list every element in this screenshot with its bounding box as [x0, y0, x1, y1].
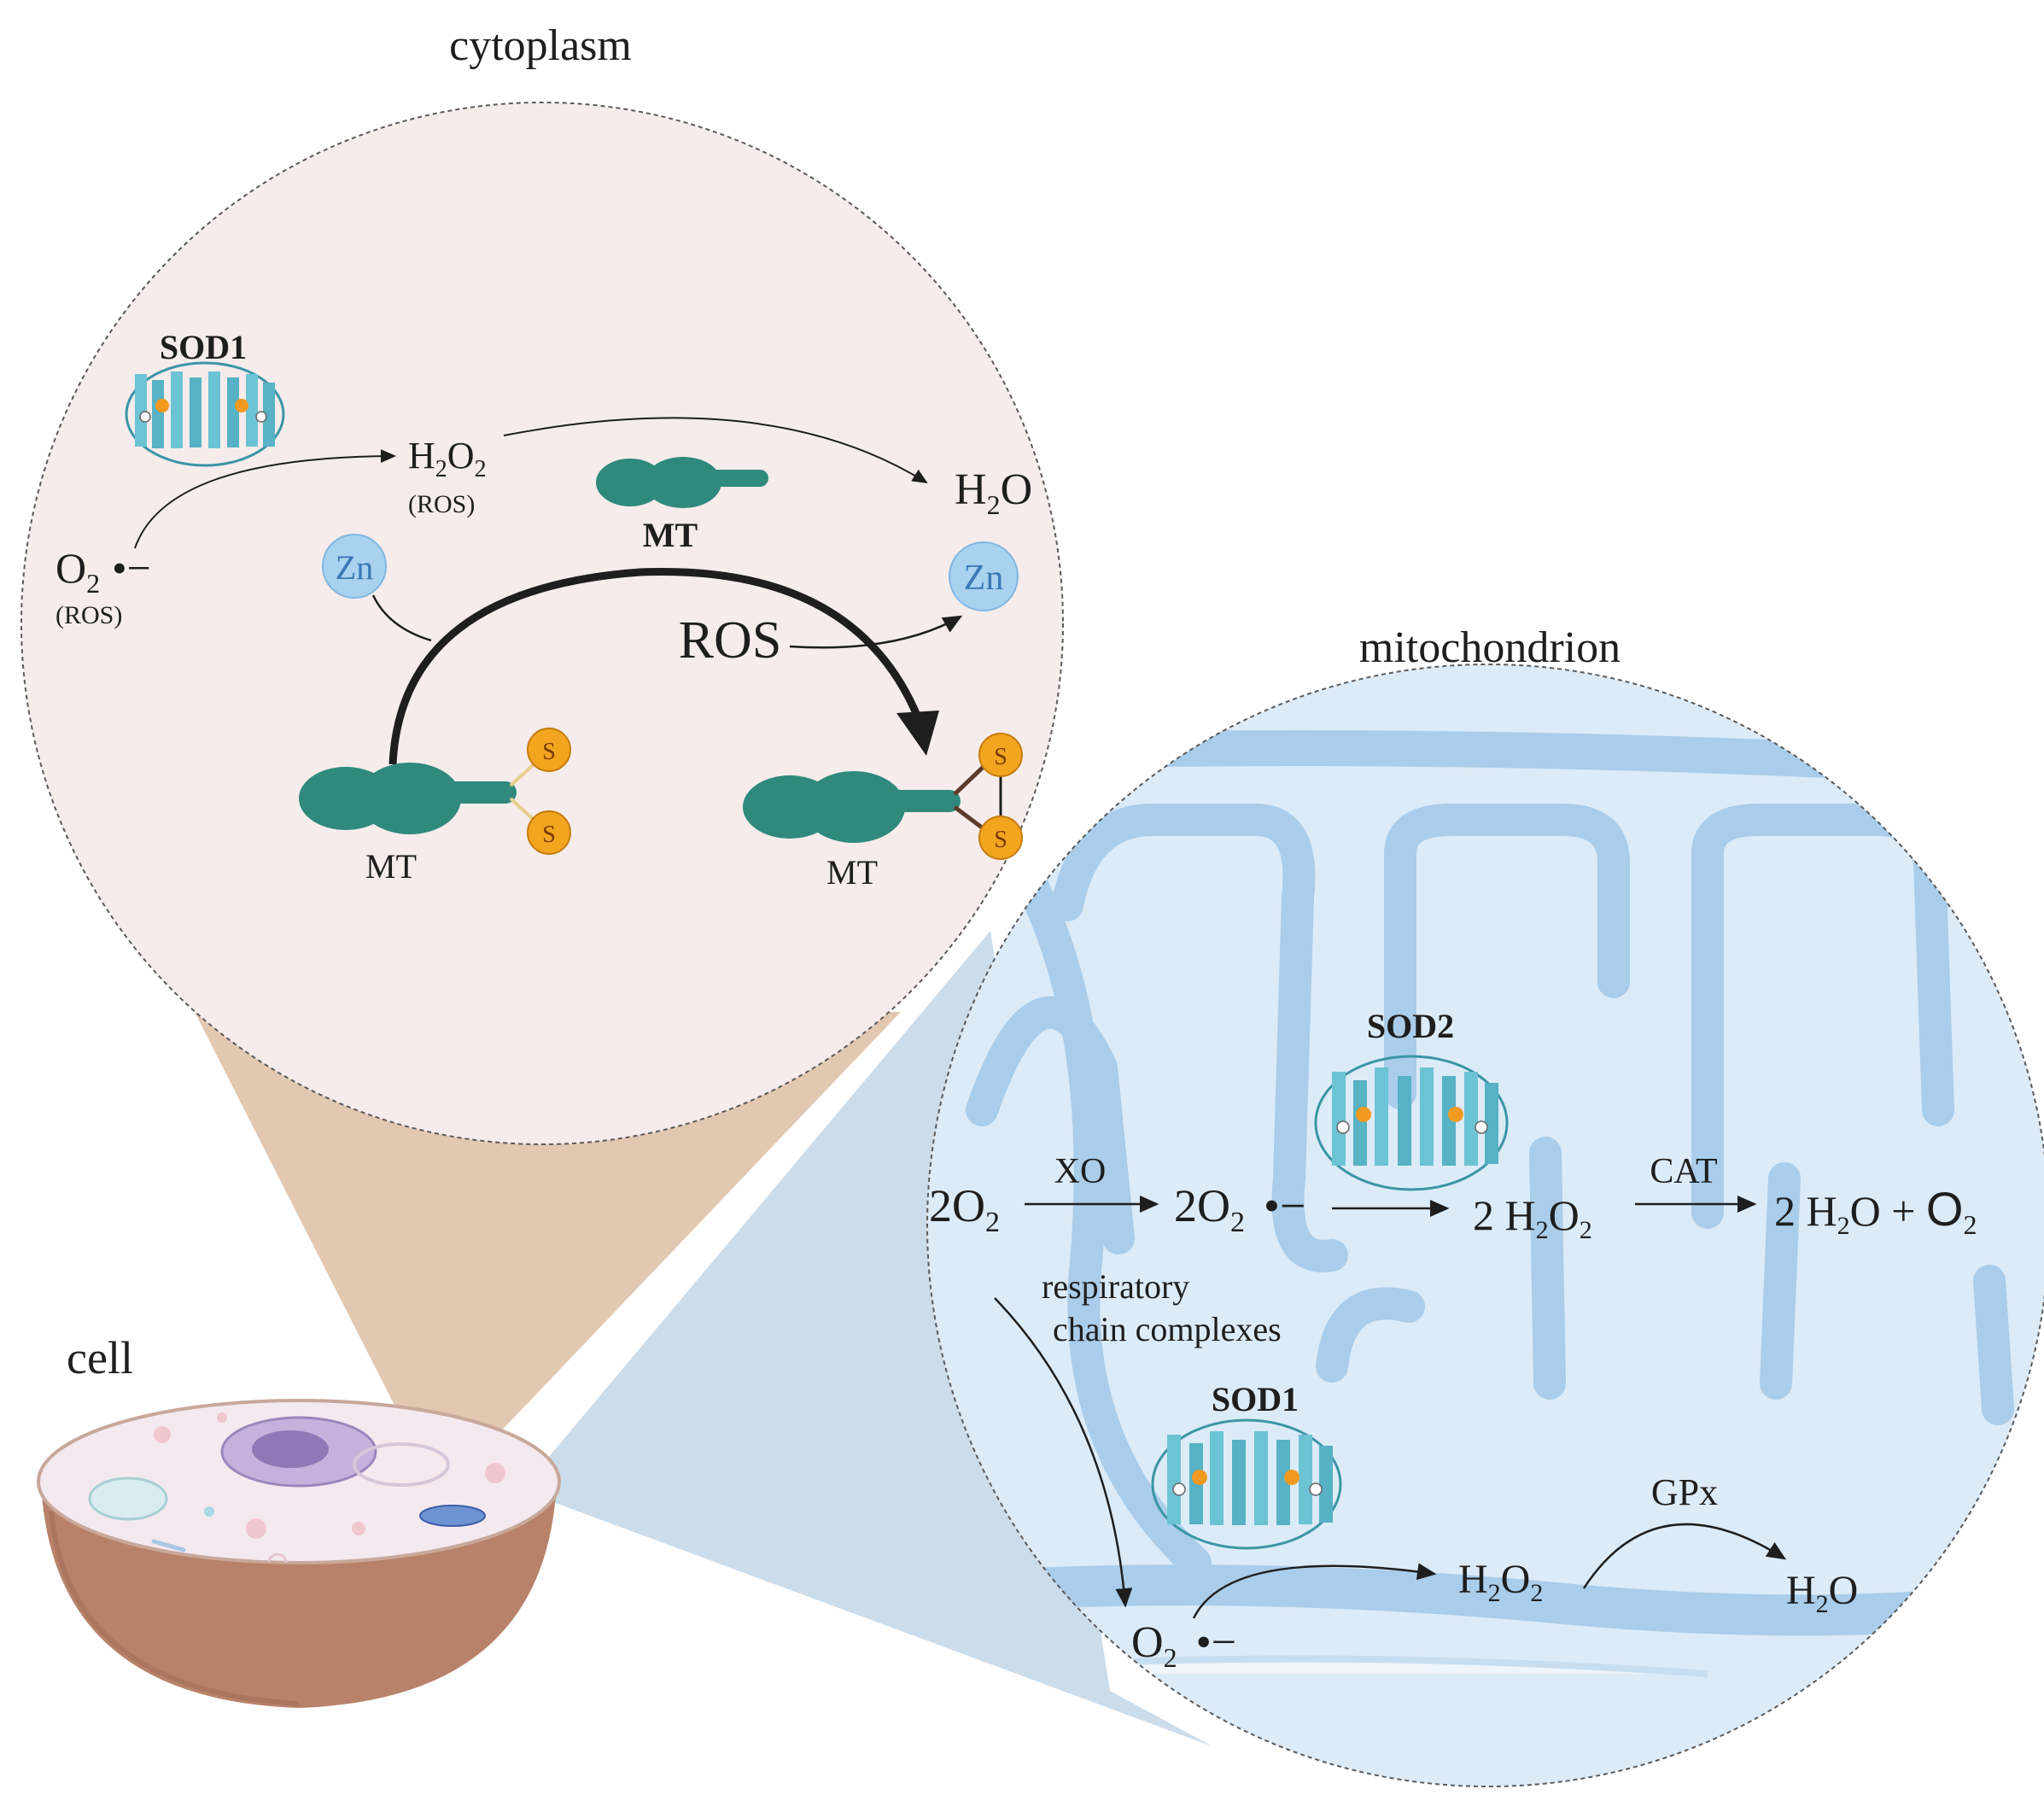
sod2-label: SOD2	[1367, 1007, 1454, 1045]
mt-protein-right-icon	[743, 771, 961, 843]
superoxide-mito-label: 2O2•−	[1174, 1180, 1305, 1238]
mt-protein-top-icon	[596, 457, 768, 508]
arrow-sod1-mito	[1192, 1563, 1437, 1619]
arrow-superoxide-to-h2o2	[134, 449, 396, 549]
mitochondrion-cristae	[927, 730, 2044, 1677]
zinc-ion-left	[322, 534, 387, 599]
sulfur-left-top-label: S	[542, 739, 556, 765]
water-label: H2O	[955, 465, 1032, 520]
arrow-zinc-release	[789, 615, 963, 649]
sulfur-right-bottom	[978, 816, 1023, 860]
cytoplasm-title: cytoplasm	[449, 21, 632, 70]
sulfur-right-bottom-label: S	[994, 827, 1007, 853]
zinc-right-label: Zn	[964, 558, 1004, 598]
arrow-gpx	[1582, 1523, 1787, 1589]
cell-illustration	[37, 1399, 561, 1708]
mitochondrion-circle	[926, 664, 2044, 1787]
superoxide-bottom-label: O2•−	[1131, 1618, 1236, 1673]
gpx-label: GPx	[1651, 1471, 1718, 1513]
superoxide-ros-note: (ROS)	[55, 601, 122, 629]
mt-left-label: MT	[365, 847, 417, 886]
sod1-label: SOD1	[160, 328, 247, 366]
sod1-mito-protein-icon	[1151, 1418, 1342, 1550]
sulfur-right-top	[978, 733, 1023, 777]
h2o-bottom-label: H2O	[1786, 1568, 1858, 1618]
h2o2-bottom-label: H2O2	[1458, 1557, 1543, 1607]
zinc-left-label: Zn	[336, 548, 373, 587]
cytoplasm-circle	[20, 102, 1064, 1145]
arrow-zinc-binding	[371, 594, 432, 642]
h2o2-mito-label: 2 H2O2	[1473, 1191, 1592, 1244]
superoxide-label: O2•−	[55, 544, 151, 599]
arrow-mt-oxidation-head	[896, 710, 939, 756]
h2o2-ros-note: (ROS)	[408, 490, 475, 518]
sulfur-left-top	[527, 728, 571, 772]
h2o2-label: H2O2	[408, 435, 487, 482]
catalase-products-label: 2 H2O + O2	[1774, 1182, 1977, 1240]
cytoplasm-zoom-cone	[195, 1012, 901, 1486]
mitochondrion-panel: SOD2 2O2 XO 2O2•− 2 H2O2	[929, 1007, 1977, 1673]
dioxygen-left-label: 2O2	[929, 1180, 1000, 1238]
sulfur-left-bottom-label: S	[542, 822, 556, 848]
sulfur-left-bottom	[527, 810, 571, 855]
arrow-respiratory-chain	[994, 1297, 1133, 1608]
zinc-ion-right	[949, 541, 1019, 611]
sod1-mito-label: SOD1	[1212, 1380, 1299, 1418]
ros-label: ROS	[679, 611, 782, 670]
mt-protein-left-icon	[299, 763, 517, 834]
sulfur-right-top-label: S	[994, 744, 1007, 770]
mt-right-label: MT	[826, 853, 878, 892]
xo-label: XO	[1054, 1152, 1107, 1191]
sod1-protein-icon	[125, 361, 285, 467]
mt-top-label: MT	[643, 516, 698, 554]
mitochondrion-title: mitochondrion	[1359, 623, 1621, 672]
cell-title: cell	[67, 1332, 133, 1383]
cytoplasm-panel: SOD1 O2•− (ROS) H2O2 (ROS) H2O MT Zn Zn	[55, 328, 1032, 892]
arrow-mt-oxidation	[388, 567, 922, 765]
sod2-protein-icon	[1314, 1055, 1509, 1191]
mitochondrion-circle-bg	[927, 664, 2044, 1786]
arrow-h2o2-to-h2o	[503, 417, 928, 484]
respiratory-label-line1: respiratory	[1042, 1267, 1189, 1306]
cat-label: CAT	[1650, 1152, 1717, 1191]
respiratory-label-line2: chain complexes	[1053, 1310, 1282, 1348]
